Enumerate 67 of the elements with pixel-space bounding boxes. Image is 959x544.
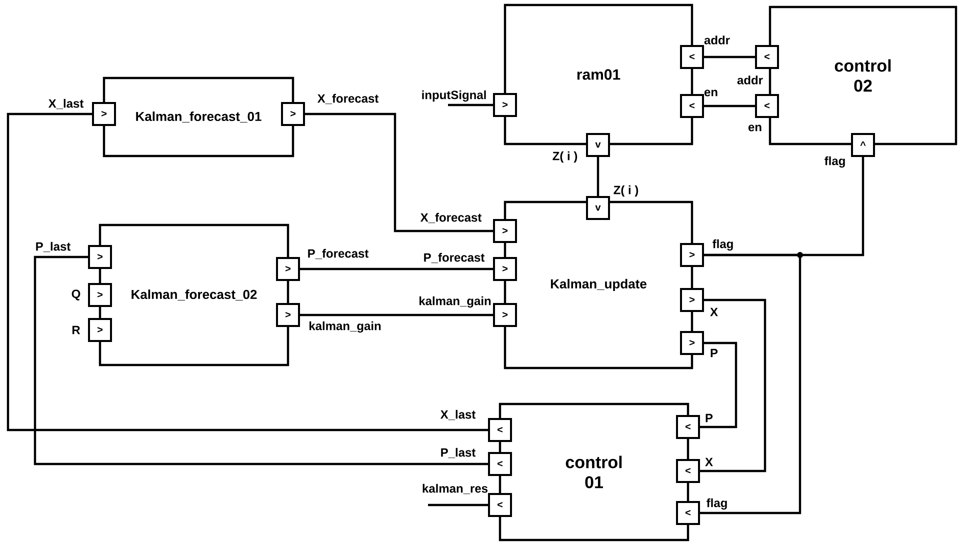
port-box: > [276, 303, 300, 327]
connector-line [34, 256, 488, 466]
port-label: X [710, 308, 718, 316]
port-label: P_last [441, 448, 476, 458]
port-box: < [488, 452, 512, 476]
port-label: flag [712, 239, 733, 251]
connector-line [704, 56, 755, 58]
connector-line [700, 254, 802, 514]
port-label: X [705, 458, 713, 466]
port-label: X_forecast [420, 212, 482, 224]
port-box: v [586, 133, 610, 157]
port-label: kalman_gain [419, 296, 491, 308]
port-box: < [676, 415, 700, 439]
port-label: P_last [36, 242, 71, 252]
port-box: < [488, 493, 512, 517]
connector-line [704, 104, 755, 108]
port-box: < [755, 94, 779, 118]
port-label: X_last [440, 410, 476, 420]
port-label: Q [72, 290, 80, 300]
port-label: flag [706, 498, 727, 510]
port-box: > [680, 243, 704, 267]
port-box: > [493, 93, 517, 117]
port-label: P_forecast [424, 252, 485, 264]
port-box: < [676, 501, 700, 525]
port-box: > [493, 257, 517, 281]
connector-line [428, 504, 488, 506]
port-box: > [680, 288, 704, 312]
connector-line [300, 268, 493, 270]
port-box: > [88, 283, 112, 307]
port-label: flag [824, 156, 845, 168]
port-label: P [710, 348, 718, 358]
port-box: > [88, 245, 112, 269]
port-label: kalman_gain [309, 321, 381, 333]
port-label: inputSignal [422, 90, 486, 102]
port-box: < [755, 45, 779, 69]
port-box: < [680, 45, 704, 69]
port-box: > [276, 257, 300, 281]
connector-line [596, 157, 600, 196]
port-label: X_last [48, 98, 84, 110]
connector-line [700, 298, 766, 472]
port-label: kalman_res [422, 484, 488, 494]
port-label: P_forecast [308, 248, 369, 260]
port-box: ^ [851, 133, 875, 157]
port-label: X_forecast [317, 94, 379, 104]
port-label: P [706, 414, 713, 422]
port-label: addr [737, 76, 763, 84]
port-box: > [493, 219, 517, 243]
port-box: > [88, 318, 112, 342]
port-label: R [72, 326, 80, 334]
port-box: > [680, 331, 704, 355]
port-box: < [488, 418, 512, 442]
port-box: < [680, 94, 704, 118]
port-box: < [676, 459, 700, 483]
port-label: en [748, 124, 762, 132]
port-box: > [493, 303, 517, 327]
connector-line [6, 112, 488, 432]
port-box: > [92, 102, 116, 126]
port-label: addr [704, 36, 730, 44]
port-label: Z( i ) [552, 151, 578, 163]
port-label: Z( i ) [614, 185, 638, 197]
connector-line [300, 314, 493, 316]
port-box: > [281, 102, 305, 126]
port-box: v [586, 196, 610, 220]
connector-line [305, 112, 493, 232]
connector-line [700, 342, 738, 428]
port-label: en [704, 90, 718, 96]
connector-line [448, 104, 493, 106]
